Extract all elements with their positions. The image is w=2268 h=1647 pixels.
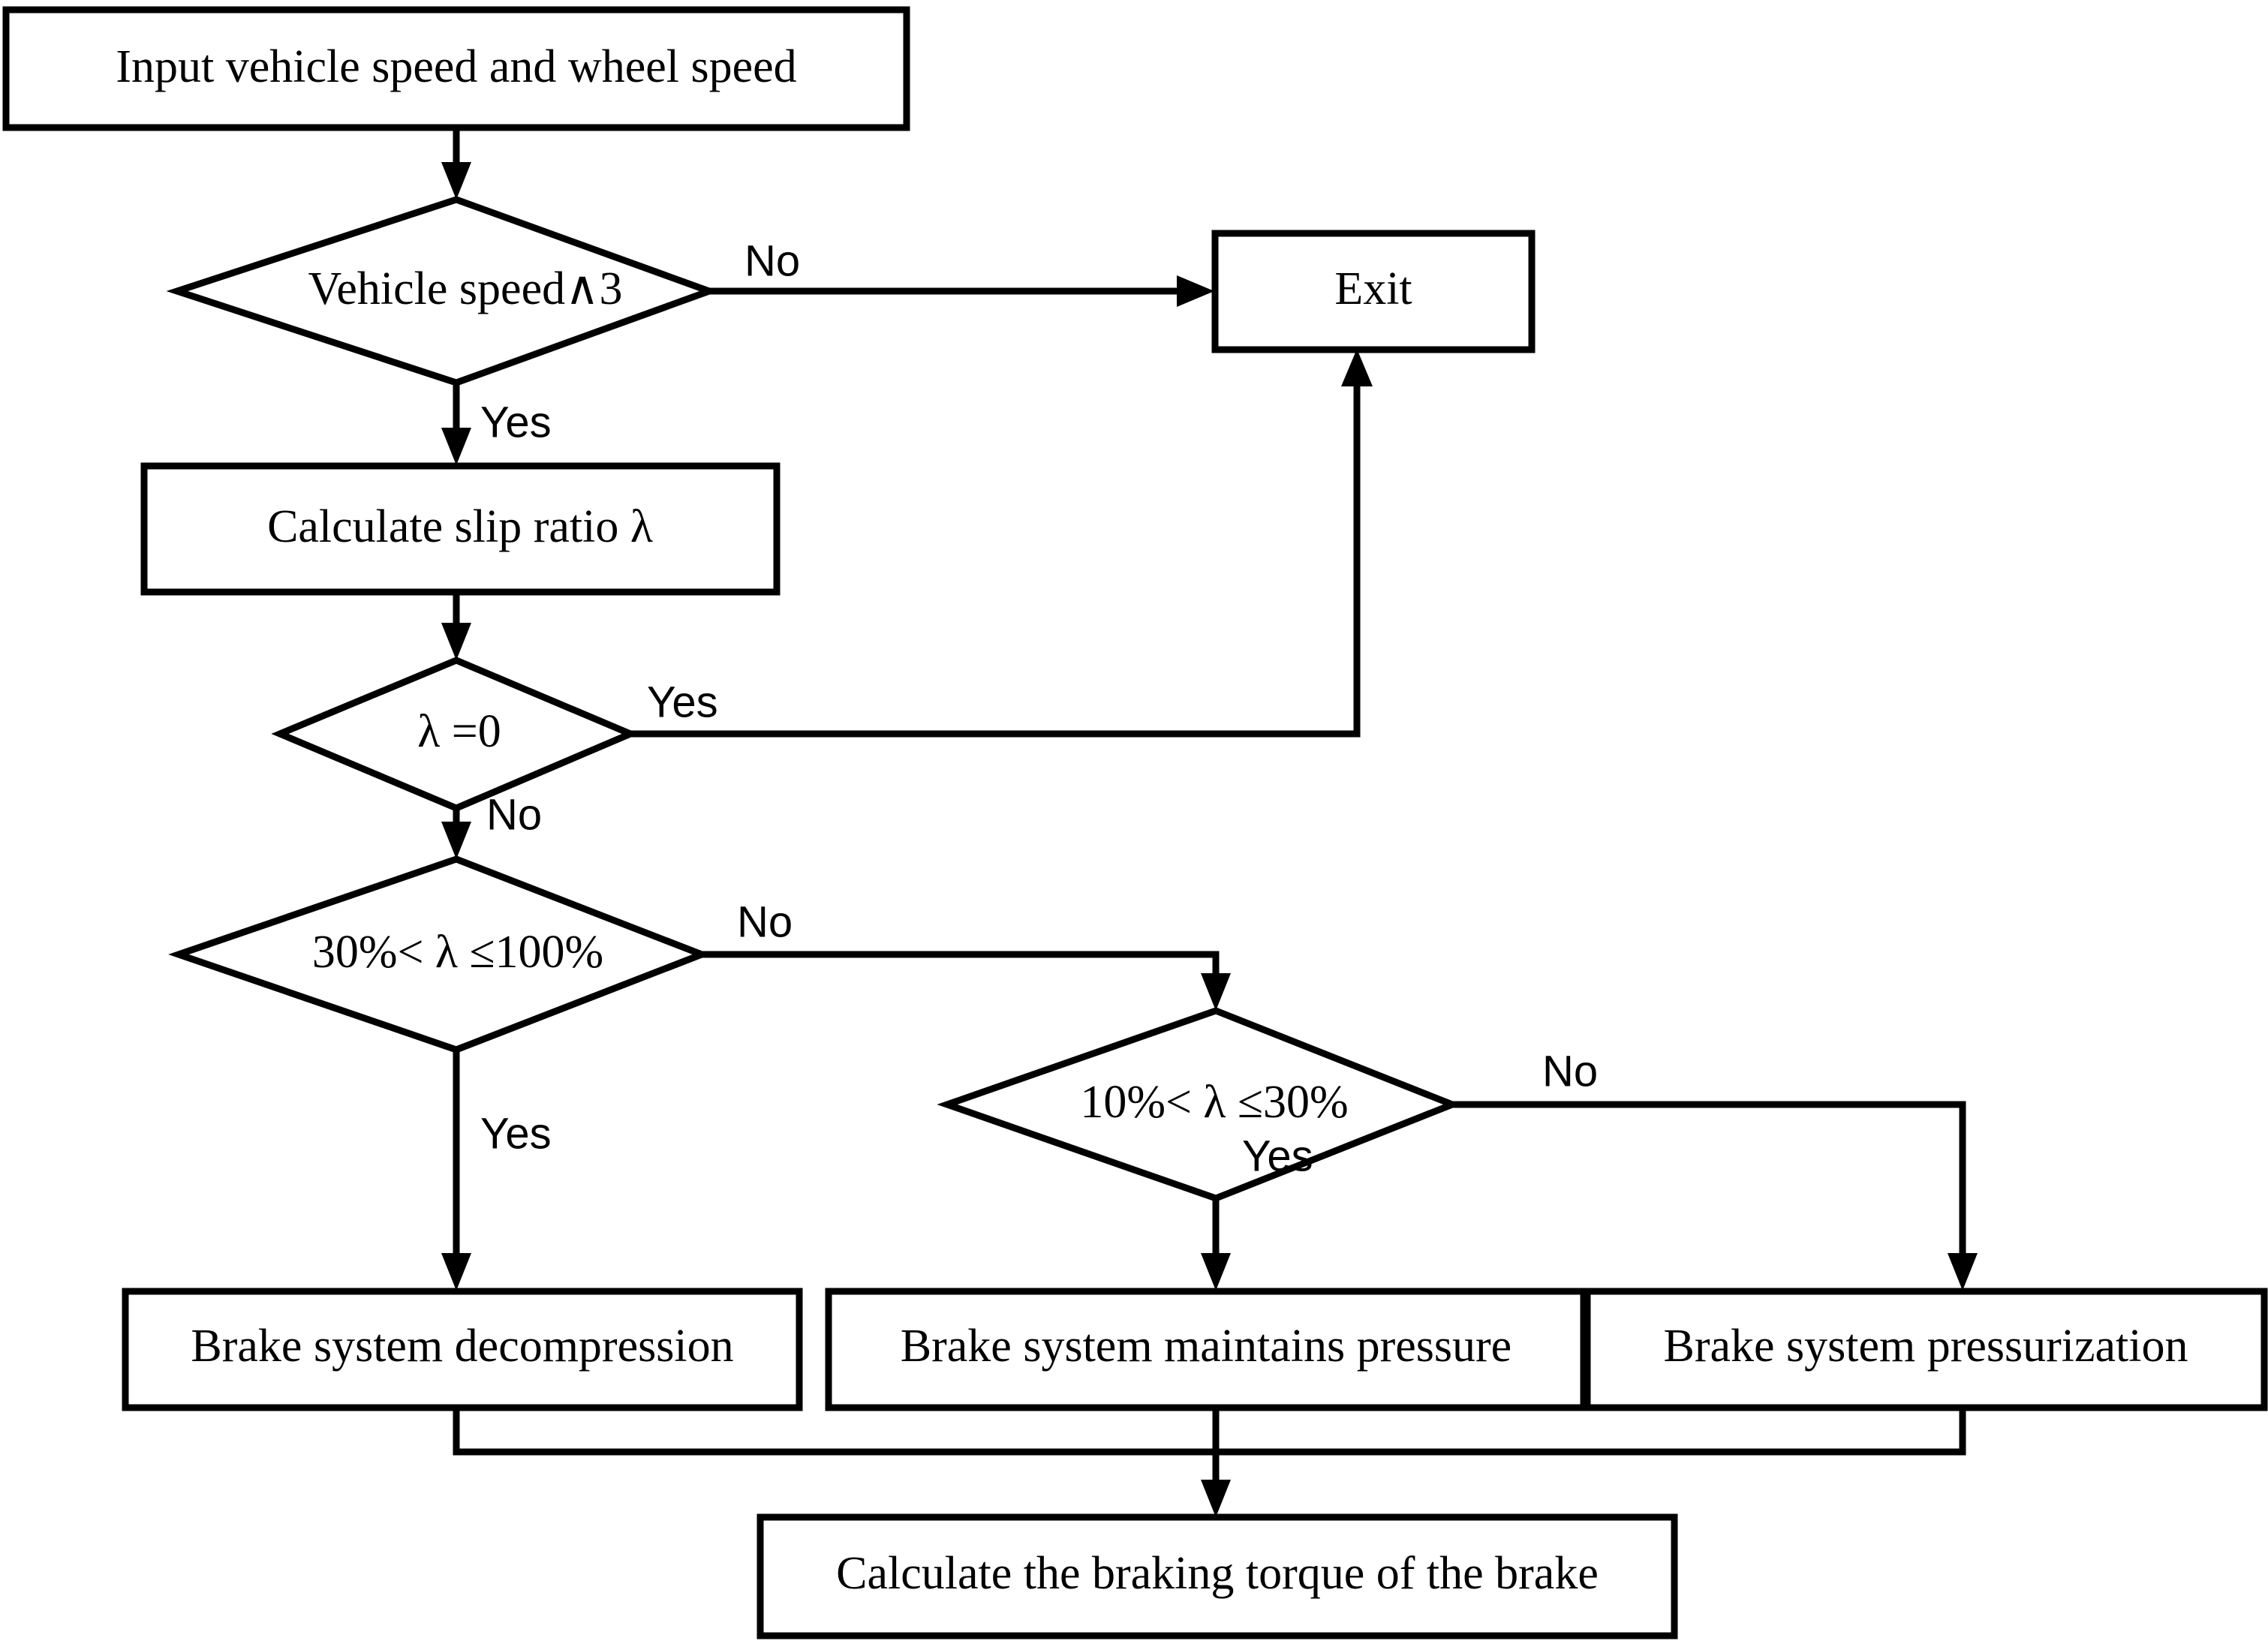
node-input-speeds-label: Input vehicle speed and wheel speed [116, 41, 796, 92]
edge-lambda-zero-no-to-range30 [441, 809, 471, 859]
edge-calc-slip-to-lambda-zero [441, 593, 471, 660]
node-range-30-100[interactable]: 30%< λ ≤100% [168, 855, 711, 1053]
node-range-30-100-label: 30%< λ ≤100% [312, 927, 603, 978]
edge-label-lambda-zero-yes: Yes [647, 678, 718, 726]
edge-range10-no-to-pressurization [1452, 1101, 1978, 1291]
node-calc-slip-ratio-label: Calculate slip ratio λ [267, 501, 653, 552]
node-calc-torque-label: Calculate the braking torque of the brak… [836, 1548, 1599, 1599]
edge-speed-no-to-exit [709, 275, 1214, 307]
node-exit[interactable]: Exit [1211, 230, 1536, 353]
edge-lambda-zero-yes-to-exit [630, 349, 1373, 738]
edge-label-speed-no: No [744, 236, 800, 285]
edge-range10-yes-to-maintain [1201, 1199, 1231, 1291]
edge-label-range30-no: No [737, 897, 793, 946]
edge-label-range10-yes: Yes [1242, 1132, 1313, 1180]
node-vehicle-speed-check-label: Vehicle speed∧3 [308, 263, 623, 314]
node-lambda-zero-check[interactable]: λ =0 [271, 657, 639, 812]
edge-label-lambda-zero-no: No [486, 790, 542, 839]
node-range-10-30-label: 10%< λ ≤30% [1080, 1077, 1348, 1128]
node-calc-torque[interactable]: Calculate the braking torque of the brak… [757, 1513, 1678, 1639]
edge-label-range10-no: No [1542, 1047, 1598, 1095]
node-decompression-label: Brake system decompression [191, 1321, 733, 1372]
node-calc-slip-ratio[interactable]: Calculate slip ratio λ [140, 462, 781, 596]
edge-merge-bus-to-calc-torque [453, 1407, 1966, 1517]
edge-label-range30-yes: Yes [480, 1109, 552, 1158]
node-vehicle-speed-check[interactable]: Vehicle speed∧3 [166, 196, 720, 386]
node-decompression[interactable]: Brake system decompression [122, 1288, 803, 1411]
node-exit-label: Exit [1334, 263, 1412, 314]
node-lambda-zero-check-label: λ =0 [417, 706, 501, 757]
edge-range30-no-to-range10 [702, 951, 1231, 1011]
node-pressurization[interactable]: Brake system pressurization [1584, 1288, 2268, 1411]
node-input-speeds[interactable]: Input vehicle speed and wheel speed [2, 6, 910, 131]
edge-label-speed-yes: Yes [480, 398, 552, 446]
node-pressurization-label: Brake system pressurization [1663, 1321, 2188, 1372]
node-maintain-pressure-label: Brake system maintains pressure [901, 1321, 1511, 1372]
node-range-10-30[interactable]: 10%< λ ≤30% [937, 1007, 1462, 1202]
edge-speed-yes-to-calc-slip [441, 384, 471, 465]
edge-range30-yes-to-decompression [441, 1050, 471, 1291]
node-maintain-pressure[interactable]: Brake system maintains pressure [825, 1288, 1587, 1411]
edge-input-to-speed-check [441, 128, 471, 200]
